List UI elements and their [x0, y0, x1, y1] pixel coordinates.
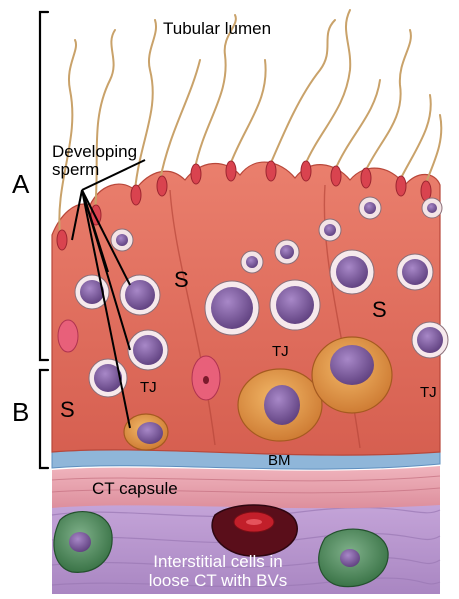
spermatogonia — [123, 336, 393, 451]
sertoli-label-3: S — [60, 397, 75, 422]
tight-junction-label-3: TJ — [420, 384, 437, 401]
interstitial-cells — [53, 511, 389, 588]
ct-capsule-label: CT capsule — [92, 479, 178, 498]
sperm-heads — [56, 160, 432, 251]
bracket-b — [38, 368, 50, 470]
ct-capsule-band — [52, 466, 440, 509]
interstitial-label-line1: Interstitial cells in — [153, 552, 283, 571]
ct-capsule-fibers — [51, 475, 441, 494]
region-b-label: B — [12, 397, 30, 427]
sertoli-label-2: S — [372, 297, 387, 322]
sertoli-label-1: S — [174, 267, 189, 292]
developing-sperm-label-line2: sperm — [52, 160, 100, 179]
bracket-a — [38, 10, 50, 362]
tight-junction-label-2: TJ — [140, 379, 157, 396]
sperm-tails — [58, 9, 443, 236]
tight-junction-label-1: TJ — [272, 343, 289, 360]
interstitial-label-line2: loose CT with BVs — [148, 571, 288, 590]
tubular-lumen-label: Tubular lumen — [163, 19, 272, 38]
blood-vessel — [211, 504, 298, 557]
developing-sperm-label-line1: Developing — [52, 142, 138, 161]
spermatids — [110, 196, 443, 274]
spermatocytes — [74, 249, 449, 398]
basement-membrane-label: BM — [268, 452, 291, 469]
developing-sperm-pointers — [71, 159, 146, 429]
region-a-label: A — [12, 169, 30, 199]
